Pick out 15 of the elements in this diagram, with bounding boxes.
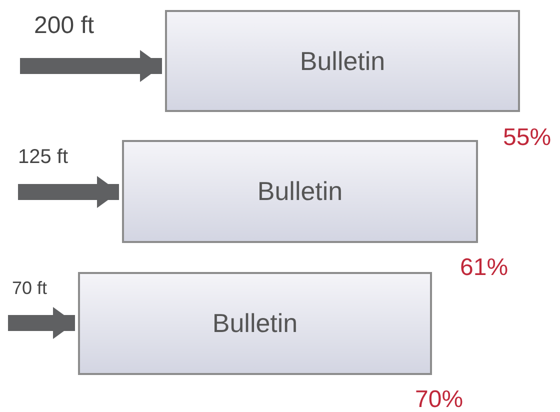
distance-label: 70 ft: [12, 278, 48, 299]
box-label: Bulletin: [300, 46, 386, 76]
box-label: Bulletin: [212, 308, 298, 339]
block-arrow: [20, 50, 162, 82]
percentage-label: 70%: [415, 386, 464, 412]
bulletin-board-box: [78, 272, 432, 375]
block-arrow: [18, 176, 119, 208]
distance-label: 125 ft: [18, 146, 68, 169]
percentage-label: 61%: [460, 254, 508, 282]
bulletin-board-box: [165, 10, 520, 112]
bulletin-board-box: [122, 140, 478, 243]
block-arrow: [8, 307, 75, 339]
box-label: Bulletin: [257, 176, 343, 207]
distance-label: 200 ft: [34, 12, 94, 40]
percentage-label: 55%: [503, 124, 552, 152]
